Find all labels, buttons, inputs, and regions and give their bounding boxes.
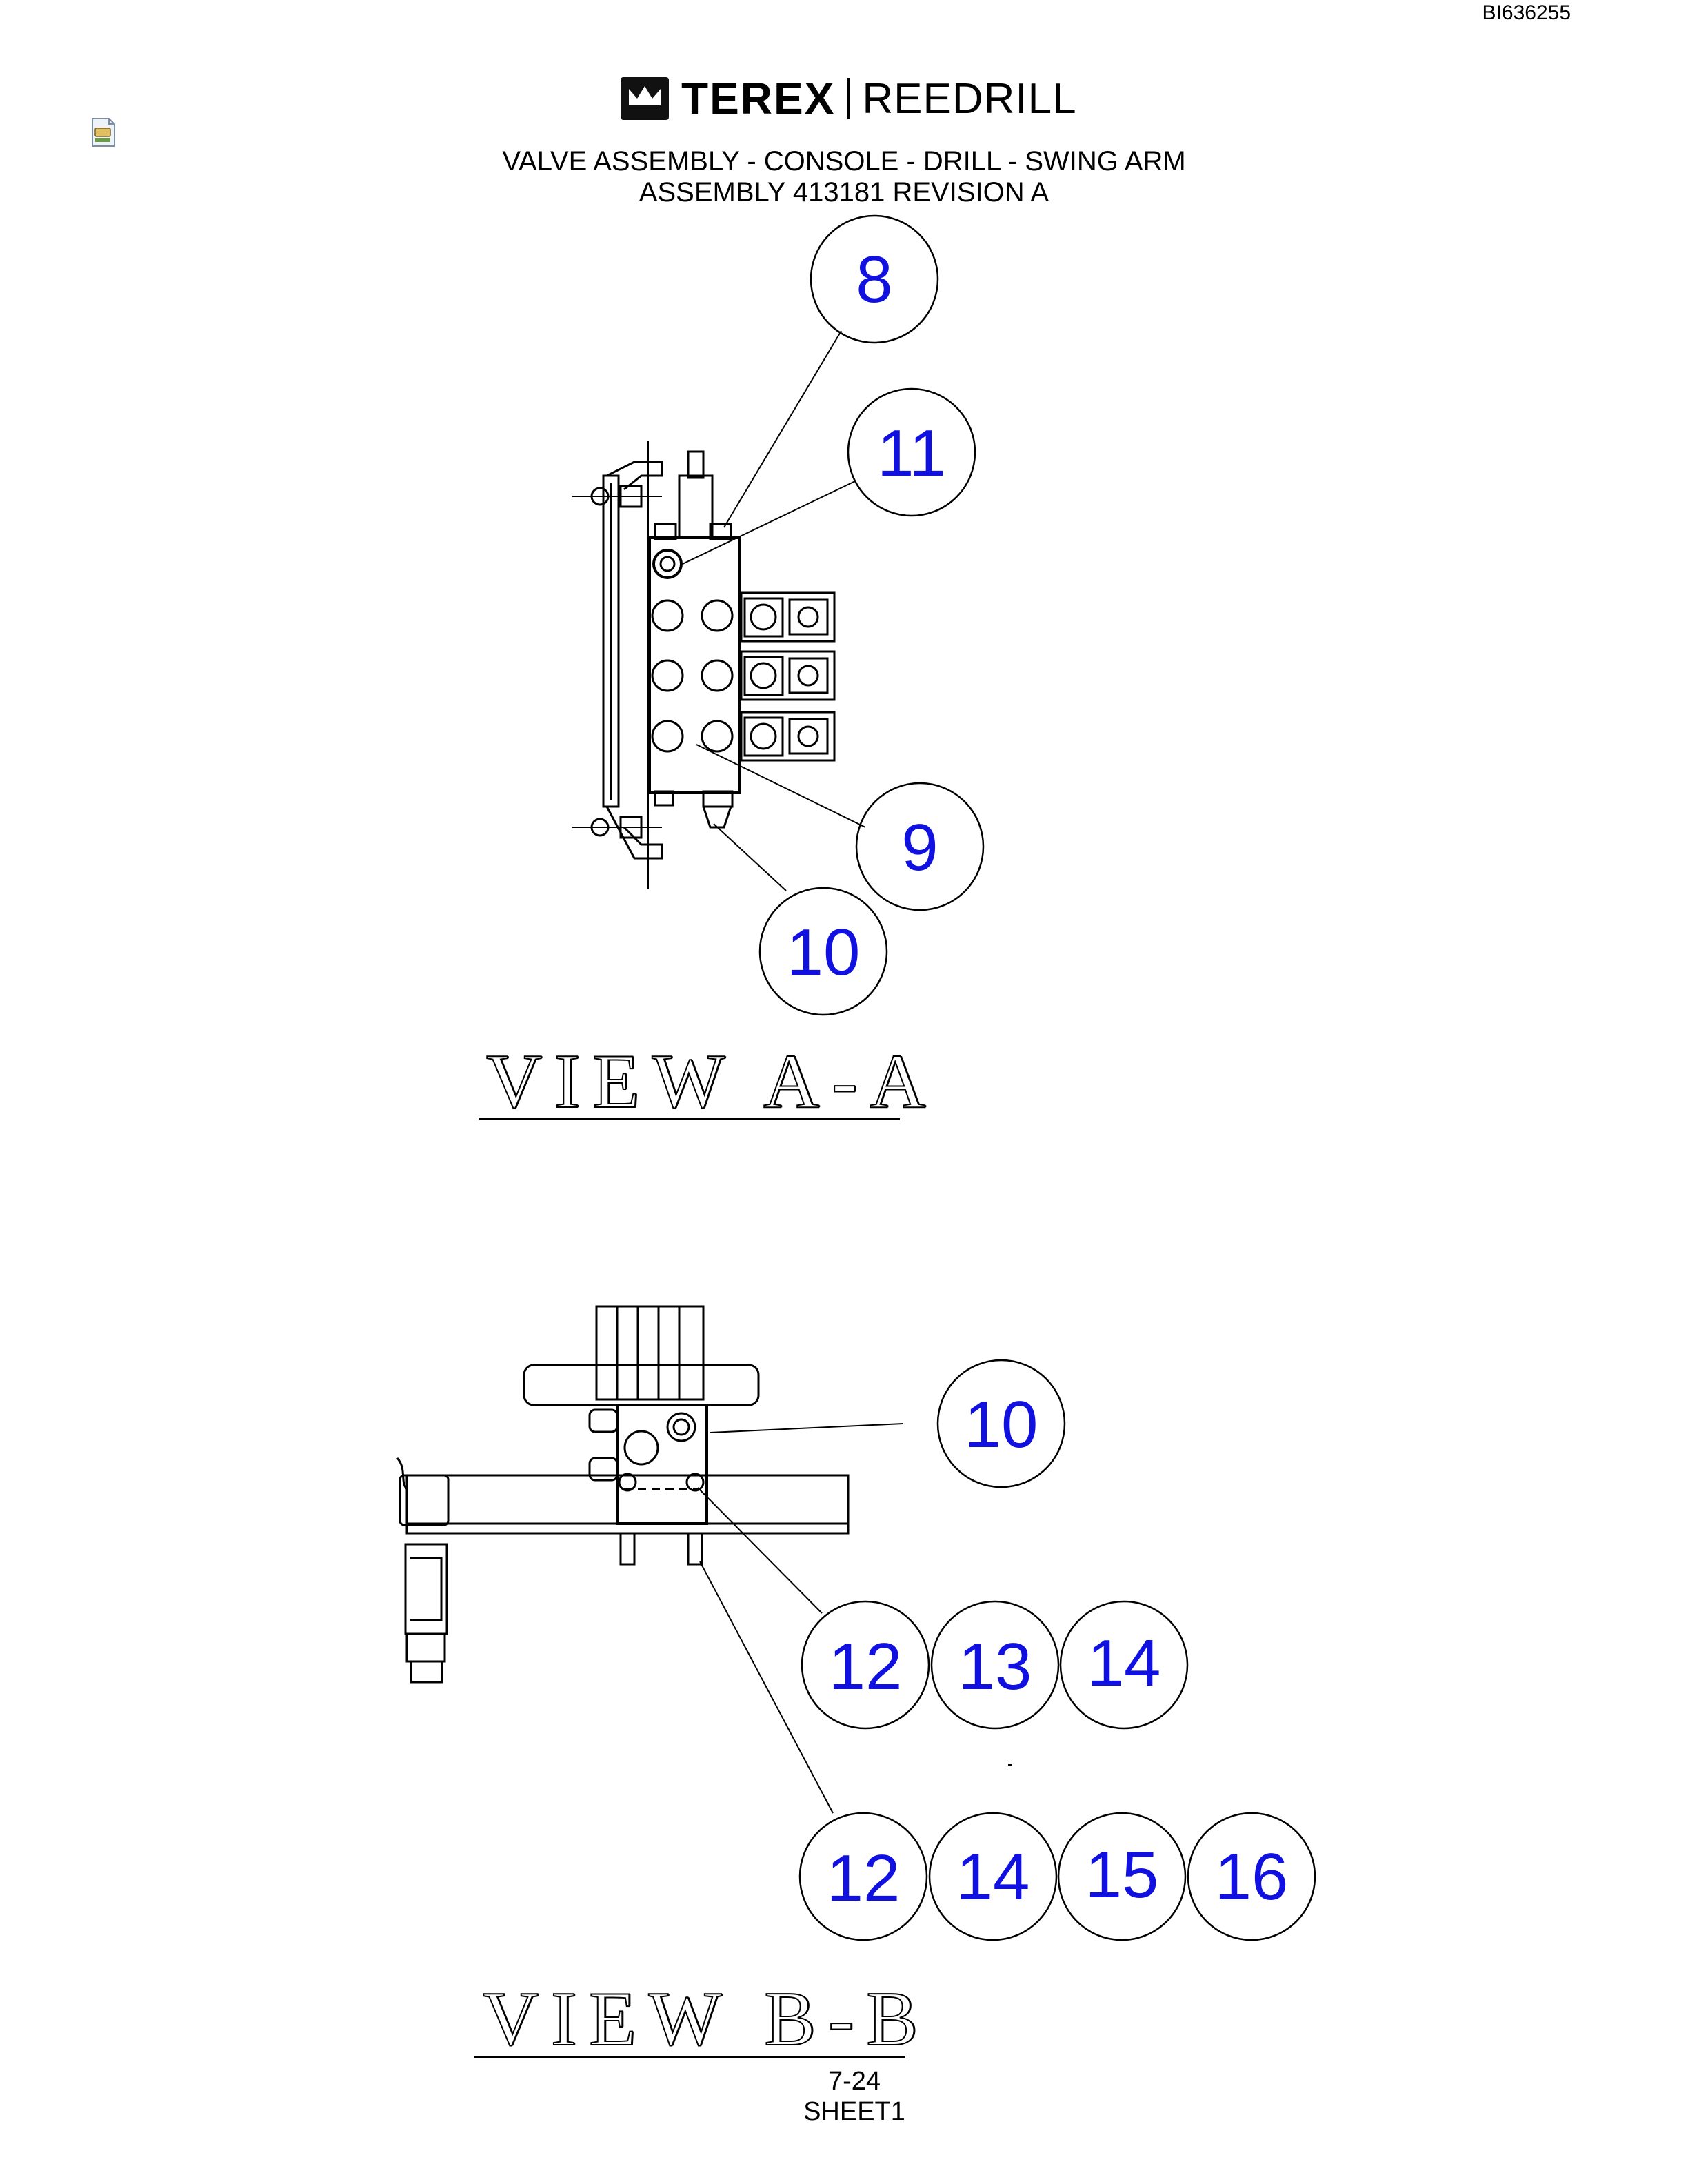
view-aa-drawing [572, 330, 866, 891]
callout-10-view-bb: 10 [965, 1388, 1038, 1462]
document-id: BI636255 [1482, 1, 1571, 24]
callout-10-view-aa: 10 [787, 916, 861, 989]
view-aa-underline [479, 1118, 900, 1120]
document-icon[interactable] [90, 117, 117, 148]
callout-12-lower: 12 [827, 1841, 901, 1915]
callout-16: 16 [1215, 1840, 1289, 1914]
terex-crown-icon [621, 77, 669, 120]
callout-12-upper: 12 [829, 1630, 903, 1703]
callout-9: 9 [901, 811, 938, 884]
callout-8: 8 [856, 243, 892, 316]
brand-divider [847, 78, 850, 119]
view-aa-label: VIEW A-A [485, 1038, 938, 1125]
callout-15: 15 [1085, 1838, 1159, 1912]
view-bb-label: VIEW B-B [482, 1976, 930, 2063]
callout-11: 11 [877, 416, 946, 490]
callout-14-lower: 14 [956, 1840, 1030, 1914]
page-number: 7-24 [827, 2067, 881, 2096]
callout-bubbles [758, 214, 1316, 1941]
drawing-title-line-2: ASSEMBLY 413181 REVISION A [639, 177, 1049, 208]
brand-secondary: REEDRILL [862, 74, 1077, 123]
view-bb-underline [474, 2056, 905, 2058]
sheet-label: SHEET1 [803, 2097, 905, 2126]
callout-13: 13 [958, 1630, 1032, 1703]
callout-14-upper: 14 [1087, 1626, 1161, 1700]
brand-logo: TEREX REEDRILL [621, 74, 1077, 123]
view-bb-drawing [396, 1305, 1012, 1814]
drawing-title-line-1: VALVE ASSEMBLY - CONSOLE - DRILL - SWING… [502, 146, 1186, 176]
brand-primary: TEREX [681, 74, 836, 123]
